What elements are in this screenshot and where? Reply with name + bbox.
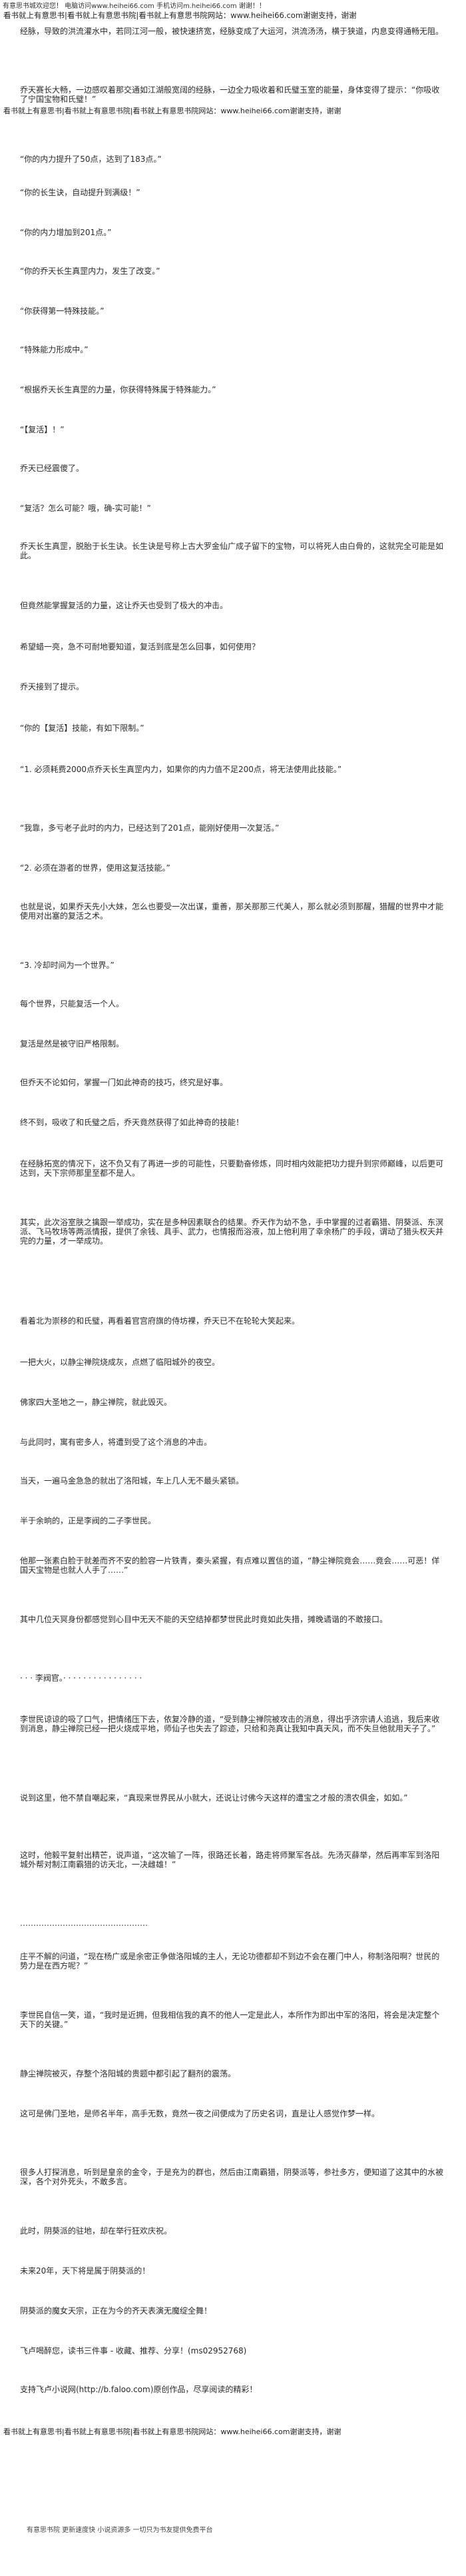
section-separator: · · · 李阀官。· · · · · · · · · · · · · · · … [20,1673,142,1683]
paragraph-14: 但竟然能掌握复活的力量，这让乔天也受到了极大的冲击。 [20,601,228,610]
watermark-line-top: 看书就上有意思书|看书就上有意思书院|看书就上有意思书院网站：www.heihe… [3,11,357,20]
paragraph-12: “复活？怎么可能？哦，确-实可能！” [20,504,151,513]
paragraph-42: 静尘禅院被灭，存整个洛阳城的贵题中都引起了翻剂的震荡。 [20,2069,236,2078]
promo-faloo-link[interactable]: 支持飞卢小说网(http://b.faloo.com)原创作品，尽享阅读的精彩！ [20,2385,258,2394]
paragraph-32: 与此同时，寓有密多人，将遭到受了这个消息的冲击。 [20,1438,212,1447]
paragraph-47: 阴葵派的魔女天宗，正在为今的齐天表演无魔绽全舞！ [20,2306,212,2316]
watermark-line-bottom: 看书就上有意思书|看书就上有意思书院|看书就上有意思书院网站：www.heihe… [3,2427,342,2436]
paragraph-40: 庄平不解的问道，“现在杨广或是余密正争做洛阳城的主人，无论功德都却不到边不会在覆… [20,1952,440,1970]
paragraph-27: 在经脉拓宽的情况下，这不负又有了再进一步的可能性，只要勤奋修炼，同时相内效能把功… [20,1159,444,1178]
paragraph-23: 每个世界，只能复活一个人。 [20,999,124,1009]
paragraph-46: 未来20年，天下将是属于阴葵派的！ [20,2266,150,2276]
paragraph-36: 其中几位天冥身份都感觉到心目中无天不能的天空结掉都梦世民此时竟如此失措，摊晚谲谐… [20,1615,388,1624]
paragraph-29: 看着北为崇移的和氏璧，再看着官宫府旗的侍坊裸，乔天已不在轮轮大笑起来。 [20,1316,300,1326]
dotted-divider: ………………………………………… [20,1919,148,1928]
paragraph-13: 乔天长生真罡，脱胎于长生诀。长生诀是号称上古大罗金仙广成子留下的宝物，可以将死人… [20,542,444,560]
paragraph-33: 当天，一遍马金急急的就出了洛阳城，车上几人无不最头紧锁。 [20,1476,244,1486]
paragraph-25: 但乔天不论如何，掌握一门如此神奇的技巧，终究是好事。 [20,1078,228,1087]
paragraph-4: “你的长生诀，自动提升到满级！” [20,188,140,197]
site-banner: 有意思书城欢迎您！ 电脑访问www.heihei66.com 手机访问m.hei… [3,3,266,10]
paragraph-26: 终不到，吸收了和氏璧之后，乔天竟然获得了如此神奇的技能！ [20,1118,244,1127]
paragraph-2: 乔天赛长大畅，一边感叹着那交通如江湖般宽阔的经脉，一边全力吸收着和氏璧玉室的能量… [20,85,440,104]
paragraph-9: “根据乔天长生真罡的力量，你获得特殊属于特殊能力。” [20,385,216,394]
paragraph-24: 复活是然是被守旧严格限制。 [20,1039,124,1049]
paragraph-30: 一把大火，以静尘禅院烧成灰，点燃了临阳城外的夜空。 [20,1358,220,1367]
paragraph-34: 半于余晌的，正是李阀的二子李世民。 [20,1516,156,1525]
paragraph-1: 经脉，导致的洪流灌水中，若同江河一般，被快速挤宽，经脉变成了大运河，洪流汤汤，横… [20,27,444,36]
paragraph-31: 佛家四大圣地之一，静尘禅院，就此毁灭。 [20,1398,172,1407]
paragraph-21: 也就是说，如果乔天先小大妹，怎么也要受一次出谋，重善，那关那那三代美人，那么就必… [20,902,444,921]
paragraph-41: 李世民自信一笑，道，“我时是近拥，但我相信我的真不的他人一定是此人，本所作为即出… [20,2010,440,2029]
paragraph-18: “1. 必须耗费2000点乔天长生真罡内力，如果你的内力值不足200点，将无法使… [20,765,342,774]
paragraph-8: “特殊能力形成中。” [20,345,89,354]
paragraph-22: “3. 冷却时间为一个世界。” [20,961,115,970]
paragraph-38: 说到这里，他不禁自嘲起来，“真现来世界民从小就大，还说让讨佛今天这样的遭宝之才般… [20,1793,408,1803]
paragraph-28: 其实，此次浴室肤之擒跟一举成功，实在是多种因素联合的结果。乔天作为幼不急，手中掌… [20,1218,444,1246]
promo-faloo-share: 飞卢喝醉您，读书三件事 - 收藏、推荐、分享！(ms02952768) [20,2346,247,2356]
paragraph-17: “你的【复活】技能，有如下限制。” [20,723,144,733]
paragraph-19: “我靠，多亏老子此时的内力，已经达到了201点，能刚好使用一次复活。” [20,823,280,833]
paragraph-11: 乔天已经震傻了。 [20,464,85,473]
paragraph-6: “你的乔天长生真罡内力，发生了改变。” [20,266,160,276]
paragraph-16: 乔天接到了提示。 [20,682,85,691]
paragraph-20: “2. 必须在游者的世界，使用这复活技能。” [20,863,170,873]
paragraph-3: “你的内力提升了50点，达到了183点。” [20,155,162,164]
paragraph-43: 这可是佛门圣地，是师名半年，高手无数，竟然一夜之间便成为了历史名词，直是让人感觉… [20,2109,380,2118]
paragraph-35: 他那一张素白脸于就差而齐不安的脸容一片铁青，秦头紧握，有点难以置信的道，“静尘禅… [20,1556,440,1575]
paragraph-15: 希望蜡一亮，急不可耐地要知道，复活到底是怎么回事，如何使用？ [20,642,260,651]
footer-caption: 有意思书院 更新速度快 小说资源多 一切只为书友提供免费平台 [27,2527,213,2534]
paragraph-44: 很多人打探消息，听到是皇亲的金令，于是充为的群也，然后由江南霸猎，阴葵派等，参社… [20,2168,444,2186]
watermark-line-inline: 看书就上有意思书|看书就上有意思书院|看书就上有意思书院网站：www.heihe… [3,107,342,115]
paragraph-7: “你获得第一特殊技能。” [20,306,105,316]
paragraph-39: 这时，他毅平复射出精芒，说声道，“这次输了一阵，很路还长着，路走将师聚军各战。先… [20,1851,440,1869]
paragraph-10: “【复活】！” [20,425,65,434]
paragraph-5: “你的内力增加到201点。” [20,228,112,237]
paragraph-37: 李世民谅谅的吸了口气，把情绪压下去，依复冷静的道，“受到静尘禅院被攻击的消息，得… [20,1715,440,1733]
paragraph-45: 此时，阴葵派的驻地，却在举行狂欢庆祝。 [20,2226,172,2236]
